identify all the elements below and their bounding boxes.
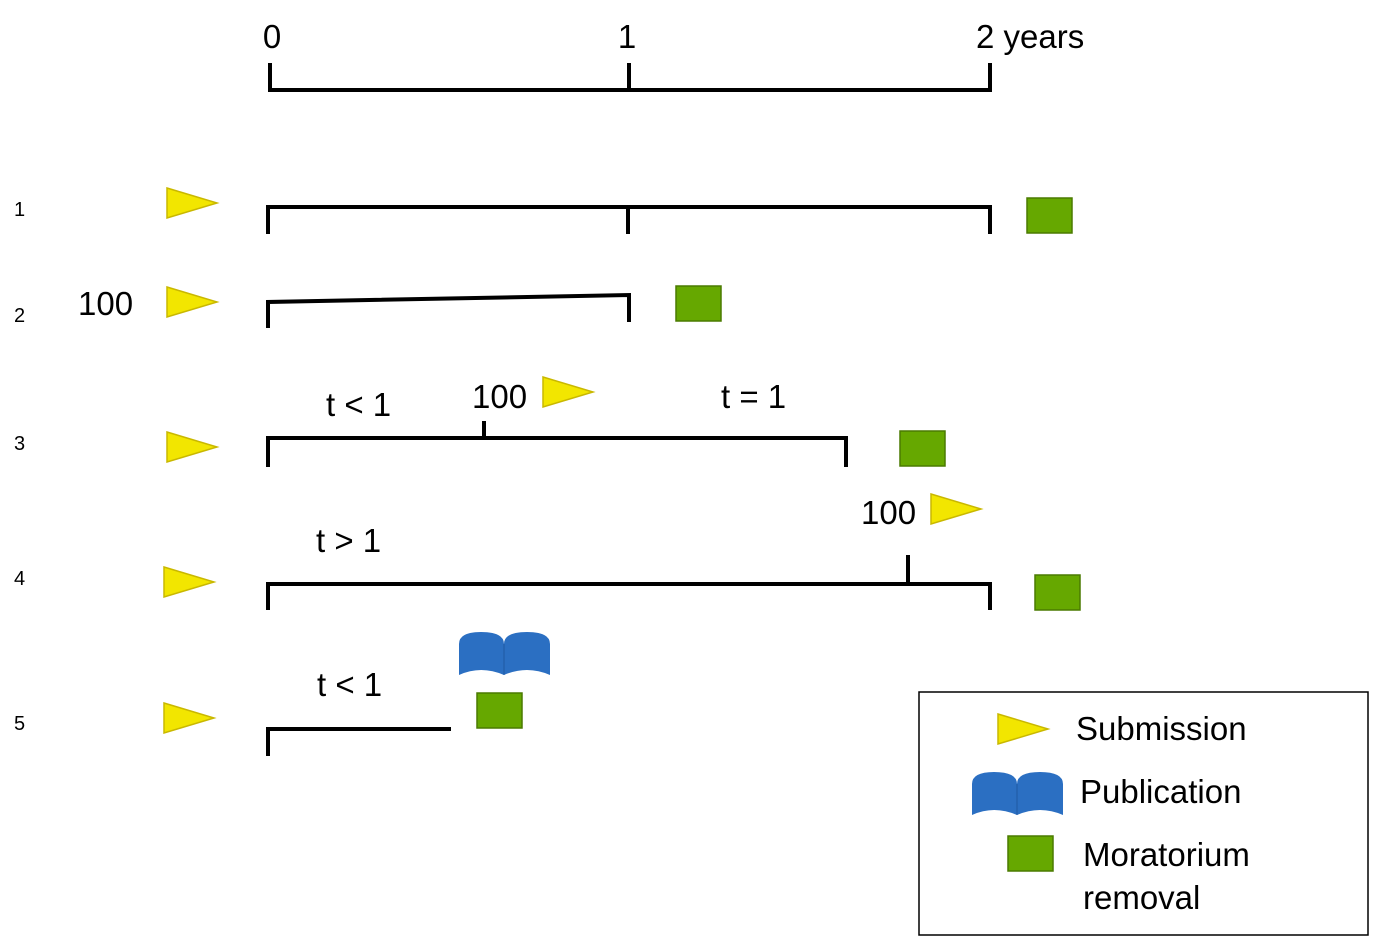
submission-flag-icon: [166, 286, 218, 318]
submission-flag-icon: [166, 187, 218, 219]
interval-label-right: t = 1: [721, 378, 786, 415]
moratorium-removal-icon: [1026, 197, 1073, 234]
axis-tick-2-years: 2 years: [976, 18, 1084, 55]
row-number: 5: [14, 713, 25, 735]
moratorium-removal-icon: [476, 692, 523, 729]
moratorium-removal-icon: [1034, 574, 1081, 611]
resubmission-flag-icon: [542, 376, 594, 408]
row-number: 1: [14, 199, 25, 221]
resubmission-count-label: 100: [472, 378, 527, 415]
row-5: 5 t < 1: [14, 631, 551, 756]
legend-publication-label: Publication: [1080, 773, 1241, 810]
interval-label-left: t > 1: [316, 522, 381, 559]
publication-book-icon: [458, 631, 551, 676]
submission-flag-icon: [163, 566, 215, 598]
row-number: 3: [14, 433, 25, 455]
row-number: 2: [14, 305, 25, 327]
moratorium-removal-icon: [675, 285, 722, 322]
row-1-bar: [266, 205, 992, 234]
submission-flag-icon: [166, 431, 218, 463]
legend-moratorium-label-line1: Moratorium: [1083, 836, 1250, 873]
row-1: 1: [14, 187, 1073, 234]
row-3: 3 t < 1 100 t = 1: [14, 376, 946, 467]
interval-label-left: t < 1: [326, 386, 391, 423]
time-axis: 0 1 2 years: [263, 18, 1084, 92]
row-4-bar: [266, 555, 992, 610]
legend-submission-label: Submission: [1076, 710, 1247, 747]
legend-moratorium-label-line2: removal: [1083, 879, 1200, 916]
row-2-bar: [266, 292, 631, 328]
resubmission-flag-icon: [930, 493, 982, 525]
axis-tick-1: 1: [618, 18, 636, 55]
row-4: 4 t > 1 100: [14, 493, 1081, 611]
row-number: 4: [14, 568, 25, 590]
resubmission-count-label: 100: [861, 494, 916, 531]
row-5-bar: [266, 727, 451, 756]
legend: Submission Publication Moratorium remova…: [918, 691, 1369, 936]
axis-tick-0: 0: [263, 18, 281, 55]
submission-flag-icon: [163, 702, 215, 734]
moratorium-removal-icon: [899, 430, 946, 467]
row-3-bar: [266, 421, 848, 467]
legend-moratorium-icon: [1007, 835, 1054, 872]
submission-count-label: 100: [78, 285, 133, 322]
row-2: 2 100: [14, 285, 722, 328]
interval-label-left: t < 1: [317, 666, 382, 703]
